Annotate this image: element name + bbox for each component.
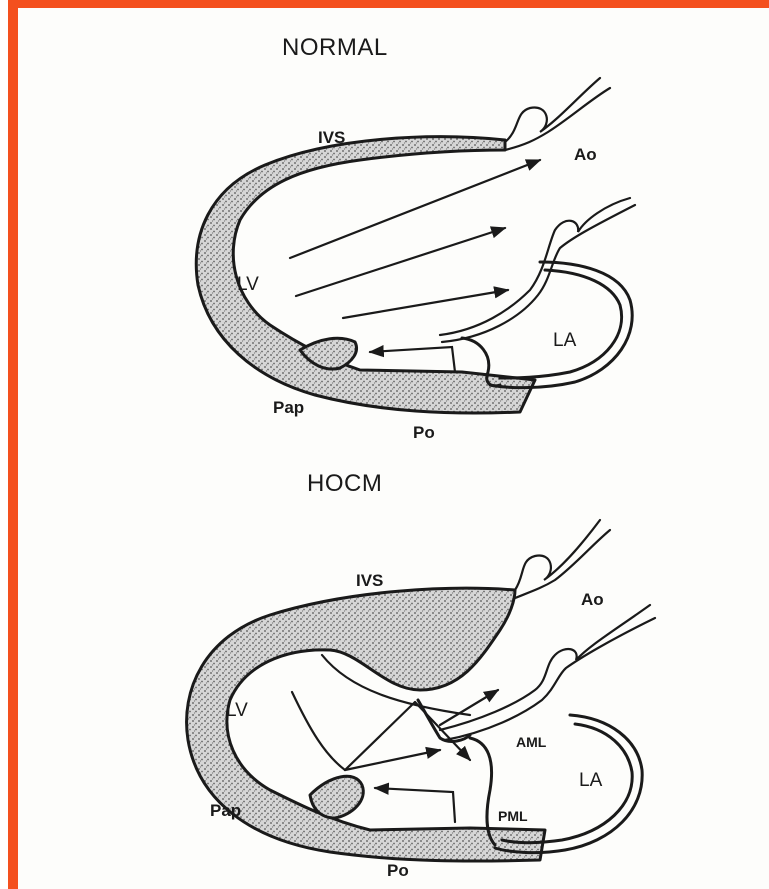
normal-label-la: LA [553,330,577,351]
normal-left-atrium [490,262,632,388]
normal-aorta-lower [440,198,630,335]
normal-label-pap: Pap [273,398,304,417]
normal-label-lv: LV [237,274,259,295]
normal-label-ao: Ao [574,145,597,164]
hocm-label-aml: AML [516,734,547,750]
normal-flow-arrow-1 [290,160,540,258]
normal-aorta-upper [505,78,600,142]
normal-label-ivs: IVS [318,128,345,147]
normal-title: NORMAL [282,34,388,61]
normal-panel: NORMAL IVS Ao LV LA Pap Po [196,34,635,442]
hocm-label-po: Po [387,861,409,880]
hocm-label-ao: Ao [581,590,604,609]
hocm-flow-arrow-mitral [345,750,440,770]
hocm-aorta-upper [515,520,600,590]
hocm-papillary-muscle [310,776,363,818]
hocm-flow-curve-2 [292,692,345,770]
hocm-label-ivs: IVS [356,571,383,590]
hocm-label-pap: Pap [210,801,241,820]
hocm-title: HOCM [307,470,382,497]
hocm-flow-arrow-ao [440,690,498,725]
hocm-flow-line-up [345,702,415,770]
normal-label-po: Po [413,423,435,442]
hocm-panel: HOCM IVS Ao LV AML LA PML Pap Po [187,470,655,880]
normal-mitral-flow-arrow [370,347,455,372]
hocm-label-la: LA [579,770,603,791]
normal-flow-arrow-3 [343,290,508,318]
hocm-myocardium [187,588,545,861]
normal-left-atrium-inner [500,270,622,378]
hocm-mitral-flow-arrow [375,788,455,822]
hocm-label-lv: LV [226,700,248,721]
normal-flow-arrow-2 [296,228,505,296]
hocm-label-pml: PML [498,808,528,824]
